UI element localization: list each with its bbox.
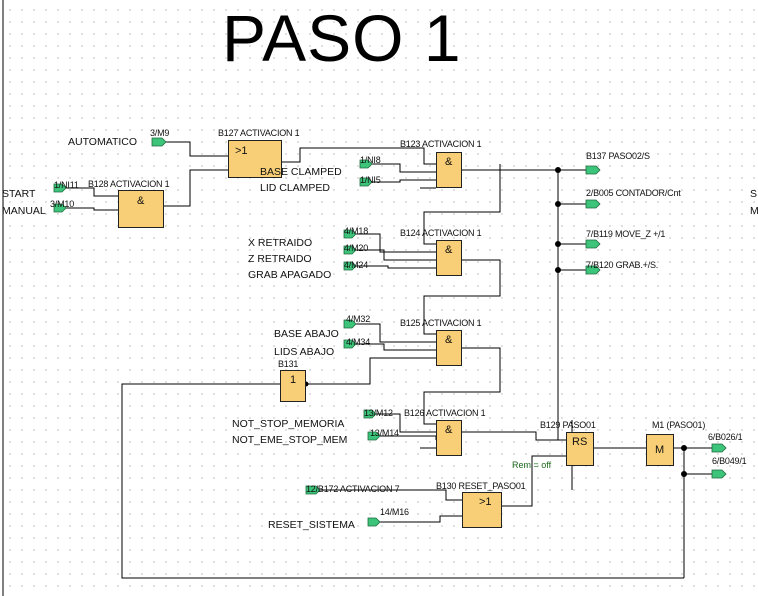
connector-tag: 13/M14 <box>370 428 399 438</box>
connector-flag <box>53 203 67 213</box>
remanence-note: Rem = off <box>512 460 552 470</box>
connector-flag <box>585 265 601 275</box>
block-label: B123 ACTIVACION 1 <box>400 139 482 149</box>
connector-tag: 6/B049/1 <box>712 456 747 466</box>
connector-tag: 7/B120 GRAB.+/S. <box>586 260 659 270</box>
connector-tag: 4/M18 <box>344 226 369 236</box>
block-b126[interactable]: & <box>436 420 462 456</box>
connector-tag: 6/B026/1 <box>708 432 743 442</box>
block-label: B124 ACTIVACION 1 <box>400 228 482 238</box>
signal-label: NOT_STOP_MEMORIA <box>232 418 345 430</box>
connector-tag: B137 PASO02/S <box>586 151 650 161</box>
edge-text: M <box>750 205 758 217</box>
connector-tag: 4/M20 <box>344 243 369 253</box>
connector-flag <box>151 137 167 147</box>
block-symbol: & <box>445 244 453 256</box>
connector-flag <box>343 319 357 329</box>
signal-label: MANUAL <box>2 205 46 217</box>
block-label: B129 PASO01 <box>540 420 596 430</box>
connector-tag: 1/NI5 <box>360 175 381 185</box>
connector-flag <box>711 443 727 453</box>
signal-label: RESET_SISTEMA <box>268 519 355 531</box>
connector-flag <box>359 177 373 187</box>
block-symbol: >1 <box>479 496 492 508</box>
connector-tag: 1/NI8 <box>360 155 381 165</box>
connector-flag <box>363 409 377 419</box>
block-symbol: & <box>445 156 453 168</box>
block-label: B127 ACTIVACION 1 <box>218 128 300 138</box>
block-b127[interactable]: >1 <box>228 140 282 178</box>
block-symbol: 1 <box>290 374 297 386</box>
block-label: B125 ACTIVACION 1 <box>400 318 482 328</box>
connector-flag <box>367 431 381 441</box>
signal-label: LIDS ABAJO <box>274 346 335 358</box>
connector-tag: 4/M34 <box>346 337 371 347</box>
connector-flag <box>343 229 357 239</box>
block-label: B128 ACTIVACION 1 <box>88 179 170 189</box>
page-title: PASO 1 <box>222 1 462 75</box>
connector-flag <box>711 469 727 479</box>
connector-tag: 4/M32 <box>346 314 371 324</box>
connector-tag: 3/M9 <box>150 128 170 138</box>
connector-flag <box>367 517 381 527</box>
connector-flag <box>585 165 601 175</box>
block-symbol: M <box>655 444 665 456</box>
block-symbol: >1 <box>235 145 248 157</box>
block-b125[interactable]: & <box>436 330 462 366</box>
block-label: B130 RESET_PASO01 <box>436 481 526 491</box>
block-b123[interactable]: & <box>436 152 462 188</box>
block-b130[interactable]: >1 <box>462 492 502 528</box>
signal-label: LID CLAMPED <box>260 182 331 194</box>
signal-label: X RETRAIDO <box>248 237 313 249</box>
block-b124[interactable]: & <box>436 240 462 276</box>
connector-flag <box>53 183 67 193</box>
block-symbol: RS <box>572 436 588 448</box>
block-symbol: & <box>137 195 145 207</box>
connector-tag: 14/M16 <box>380 507 409 517</box>
block-symbol: & <box>445 424 453 436</box>
block-b129[interactable]: RS <box>566 432 594 466</box>
block-label: B126 ACTIVACION 1 <box>404 408 486 418</box>
signal-label: AUTOMATICO <box>68 136 138 148</box>
signal-label: Z RETRAIDO <box>248 253 312 265</box>
connector-tag: 1/NI11 <box>54 180 79 190</box>
block-label: M1 (PASO01) <box>652 420 706 430</box>
block-b128[interactable]: & <box>118 190 164 228</box>
connector-tag: 4/M24 <box>344 260 369 270</box>
connector-tag: 12/B172 ACTIVACION 7 <box>306 484 400 494</box>
signal-label: BASE CLAMPED <box>260 166 342 178</box>
connector-tag: 13/M12 <box>364 408 393 418</box>
connector-flag <box>585 239 601 249</box>
connector-flag <box>343 245 357 255</box>
signal-label: BASE ABAJO <box>274 328 339 340</box>
connector-flag <box>359 159 373 169</box>
block-label: B131 <box>278 359 299 369</box>
signal-label: NOT_EME_STOP_MEM <box>232 434 348 446</box>
block-symbol: & <box>445 334 453 346</box>
connector-flag <box>343 261 357 271</box>
block-m1[interactable]: M <box>646 434 674 466</box>
block-b131[interactable]: 1 <box>280 370 306 402</box>
connector-tag: 3/M10 <box>50 199 75 209</box>
connector-flag <box>343 339 357 349</box>
connector-flag <box>305 485 321 495</box>
connector-flag <box>585 199 601 209</box>
signal-label: START <box>2 188 36 200</box>
signal-label: GRAB APAGADO <box>248 269 332 281</box>
edge-text: S <box>750 188 758 200</box>
connector-tag: 2/B005 CONTADOR/Cnt <box>586 188 681 198</box>
connector-tag: 7/B119 MOVE_Z +/1 <box>586 229 666 239</box>
